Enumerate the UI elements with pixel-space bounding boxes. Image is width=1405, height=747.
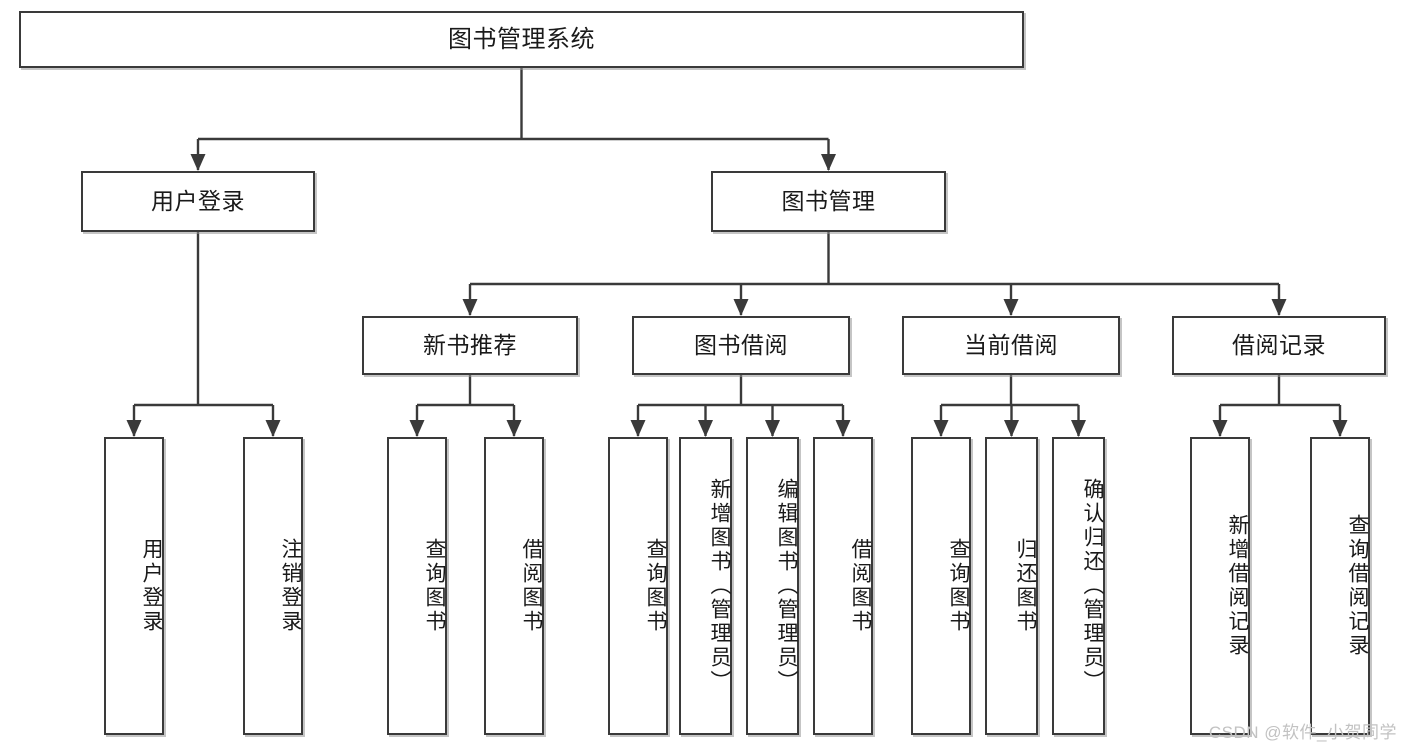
node-book-borrow[interactable]: 图书借阅	[632, 316, 850, 375]
node-leaf-user-login[interactable]: 用户登录	[104, 437, 164, 735]
node-label: 用户登录	[151, 188, 245, 215]
node-label: 借阅图书	[849, 538, 872, 634]
node-label: 借阅记录	[1232, 332, 1326, 359]
node-label: 查询图书	[644, 538, 667, 634]
node-new-book-rec[interactable]: 新书推荐	[362, 316, 578, 375]
node-book-manage[interactable]: 图书管理	[711, 171, 946, 232]
node-borrow-record[interactable]: 借阅记录	[1172, 316, 1386, 375]
node-leaf-logout[interactable]: 注销登录	[243, 437, 303, 735]
node-current-borrow[interactable]: 当前借阅	[902, 316, 1120, 375]
node-label: 借阅图书	[520, 538, 543, 634]
node-label: 图书管理	[781, 188, 876, 215]
node-leaf-return-book[interactable]: 归还图书	[985, 437, 1038, 735]
csdn-watermark: CSDN @软件_小贺同学	[1208, 723, 1397, 742]
node-label: 当前借阅	[964, 332, 1058, 359]
node-label: 新增借阅记录	[1226, 514, 1249, 658]
node-label: 编辑图书（管理员）	[775, 478, 798, 694]
node-leaf-confirm-return[interactable]: 确认归还（管理员）	[1052, 437, 1105, 735]
node-leaf-query-book-2[interactable]: 查询图书	[608, 437, 668, 735]
node-label: 查询图书	[947, 538, 970, 634]
node-label: 用户登录	[140, 538, 163, 634]
node-label: 查询图书	[423, 538, 446, 634]
node-leaf-add-record[interactable]: 新增借阅记录	[1190, 437, 1250, 735]
node-label: 图书借阅	[694, 332, 788, 359]
node-label: 注销登录	[279, 538, 302, 634]
node-label: 新增图书（管理员）	[708, 478, 731, 694]
node-leaf-borrow-book-2[interactable]: 借阅图书	[813, 437, 873, 735]
node-user-login[interactable]: 用户登录	[81, 171, 315, 232]
node-label: 新书推荐	[423, 332, 517, 359]
node-leaf-query-record[interactable]: 查询借阅记录	[1310, 437, 1370, 735]
node-leaf-add-book[interactable]: 新增图书（管理员）	[679, 437, 732, 735]
node-root[interactable]: 图书管理系统	[19, 11, 1024, 68]
node-label: 图书管理系统	[448, 25, 595, 53]
node-leaf-edit-book[interactable]: 编辑图书（管理员）	[746, 437, 799, 735]
node-leaf-query-book-1[interactable]: 查询图书	[387, 437, 447, 735]
node-leaf-query-book-3[interactable]: 查询图书	[911, 437, 971, 735]
node-label: 归还图书	[1014, 538, 1037, 634]
node-leaf-borrow-book-1[interactable]: 借阅图书	[484, 437, 544, 735]
node-label: 确认归还（管理员）	[1081, 478, 1104, 694]
node-label: 查询借阅记录	[1346, 514, 1369, 658]
